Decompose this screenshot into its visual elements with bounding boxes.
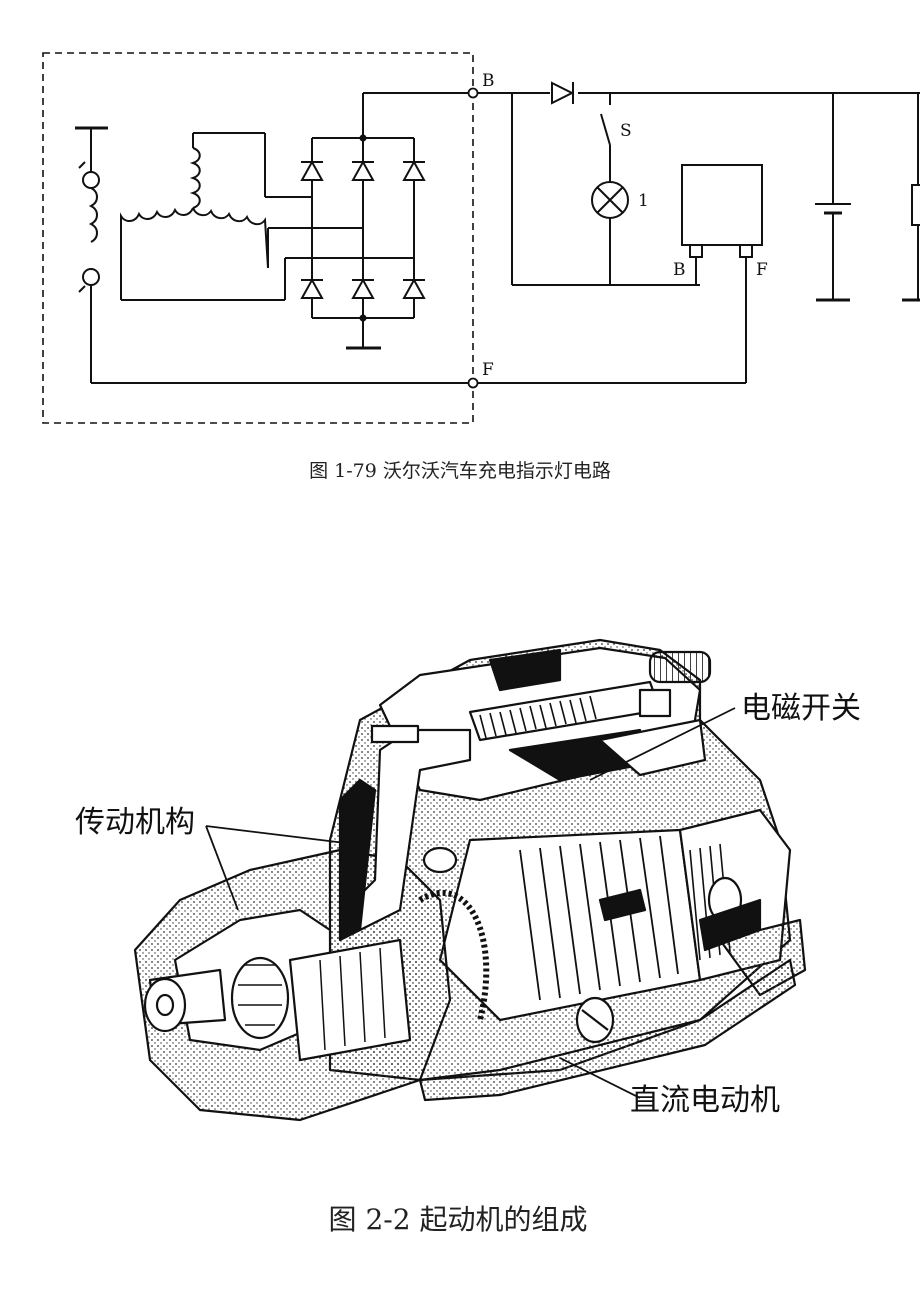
figure-1-caption: 图 1-79 沃尔沃汽车充电指示灯电路 bbox=[309, 460, 611, 482]
stator-coil-a bbox=[189, 147, 201, 209]
label-dc-motor: 直流电动机 bbox=[630, 1083, 780, 1118]
series-diode bbox=[551, 81, 575, 105]
charging-circuit-diagram: B F S 1 B F bbox=[42, 52, 920, 424]
leader-solenoid bbox=[589, 707, 736, 781]
diode-6 bbox=[402, 277, 426, 299]
ring-gear bbox=[418, 890, 490, 1021]
voltage-regulator bbox=[681, 164, 763, 246]
diode-4 bbox=[300, 277, 324, 299]
overrunning-clutch bbox=[288, 938, 412, 1062]
starter-motor-figure: 电磁开关 传动机构 直流电动机 bbox=[0, 600, 920, 1160]
leader-drive-1 bbox=[205, 825, 371, 847]
label-reg-f: F bbox=[756, 260, 768, 280]
terminal-b bbox=[467, 87, 479, 99]
charging-circuit-figure: B F S 1 B F bbox=[0, 0, 920, 440]
label-lamp: 1 bbox=[638, 191, 649, 211]
field-coil bbox=[88, 187, 98, 243]
label-solenoid-switch: 电磁开关 bbox=[741, 691, 861, 726]
terminal-f bbox=[467, 377, 479, 389]
diode-1 bbox=[300, 159, 324, 181]
figure-2-caption: 图 2-2 起动机的组成 bbox=[328, 1203, 588, 1236]
rectifier-diodes bbox=[300, 159, 426, 299]
diode-5 bbox=[351, 277, 375, 299]
leader-drive-2 bbox=[205, 825, 239, 911]
alternator-boundary bbox=[42, 52, 474, 424]
diode-2 bbox=[351, 159, 375, 181]
label-f: F bbox=[482, 360, 494, 380]
stator-coil-b bbox=[120, 207, 194, 262]
brush-bottom bbox=[82, 268, 100, 286]
label-switch: S bbox=[620, 121, 632, 141]
stator-coil-c bbox=[192, 207, 269, 269]
label-b: B bbox=[482, 71, 495, 91]
brush-top bbox=[82, 171, 100, 189]
label-reg-b: B bbox=[673, 260, 686, 280]
pinion-gear bbox=[230, 956, 290, 1040]
starter-motor-illustration: 电磁开关 传动机构 直流电动机 bbox=[75, 638, 861, 1122]
diode-3 bbox=[402, 159, 426, 181]
leader-motor bbox=[559, 1057, 641, 1099]
label-drive-mechanism: 传动机构 bbox=[75, 805, 195, 840]
